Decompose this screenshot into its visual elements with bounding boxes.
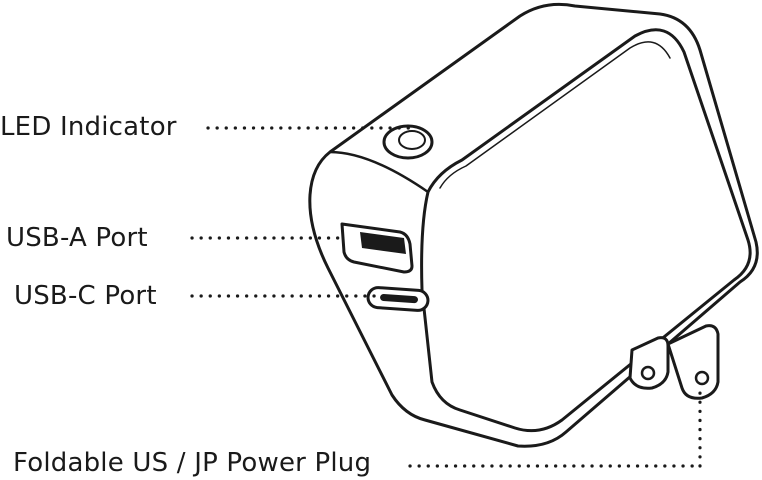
callout-led-indicator: LED Indicator bbox=[0, 112, 177, 142]
charger-top-edge bbox=[328, 150, 430, 194]
callout-power-plug: Foldable US / JP Power Plug bbox=[13, 448, 372, 478]
callout-usb-a-port: USB-A Port bbox=[6, 223, 148, 253]
callout-usb-c-port: USB-C Port bbox=[14, 281, 157, 311]
usb-a-port bbox=[340, 222, 414, 274]
power-plug-prongs bbox=[628, 324, 720, 400]
charger-body-outline bbox=[308, 2, 759, 448]
front-face-edge bbox=[439, 41, 671, 189]
led-indicator bbox=[382, 124, 434, 160]
usb-c-port bbox=[366, 286, 430, 312]
